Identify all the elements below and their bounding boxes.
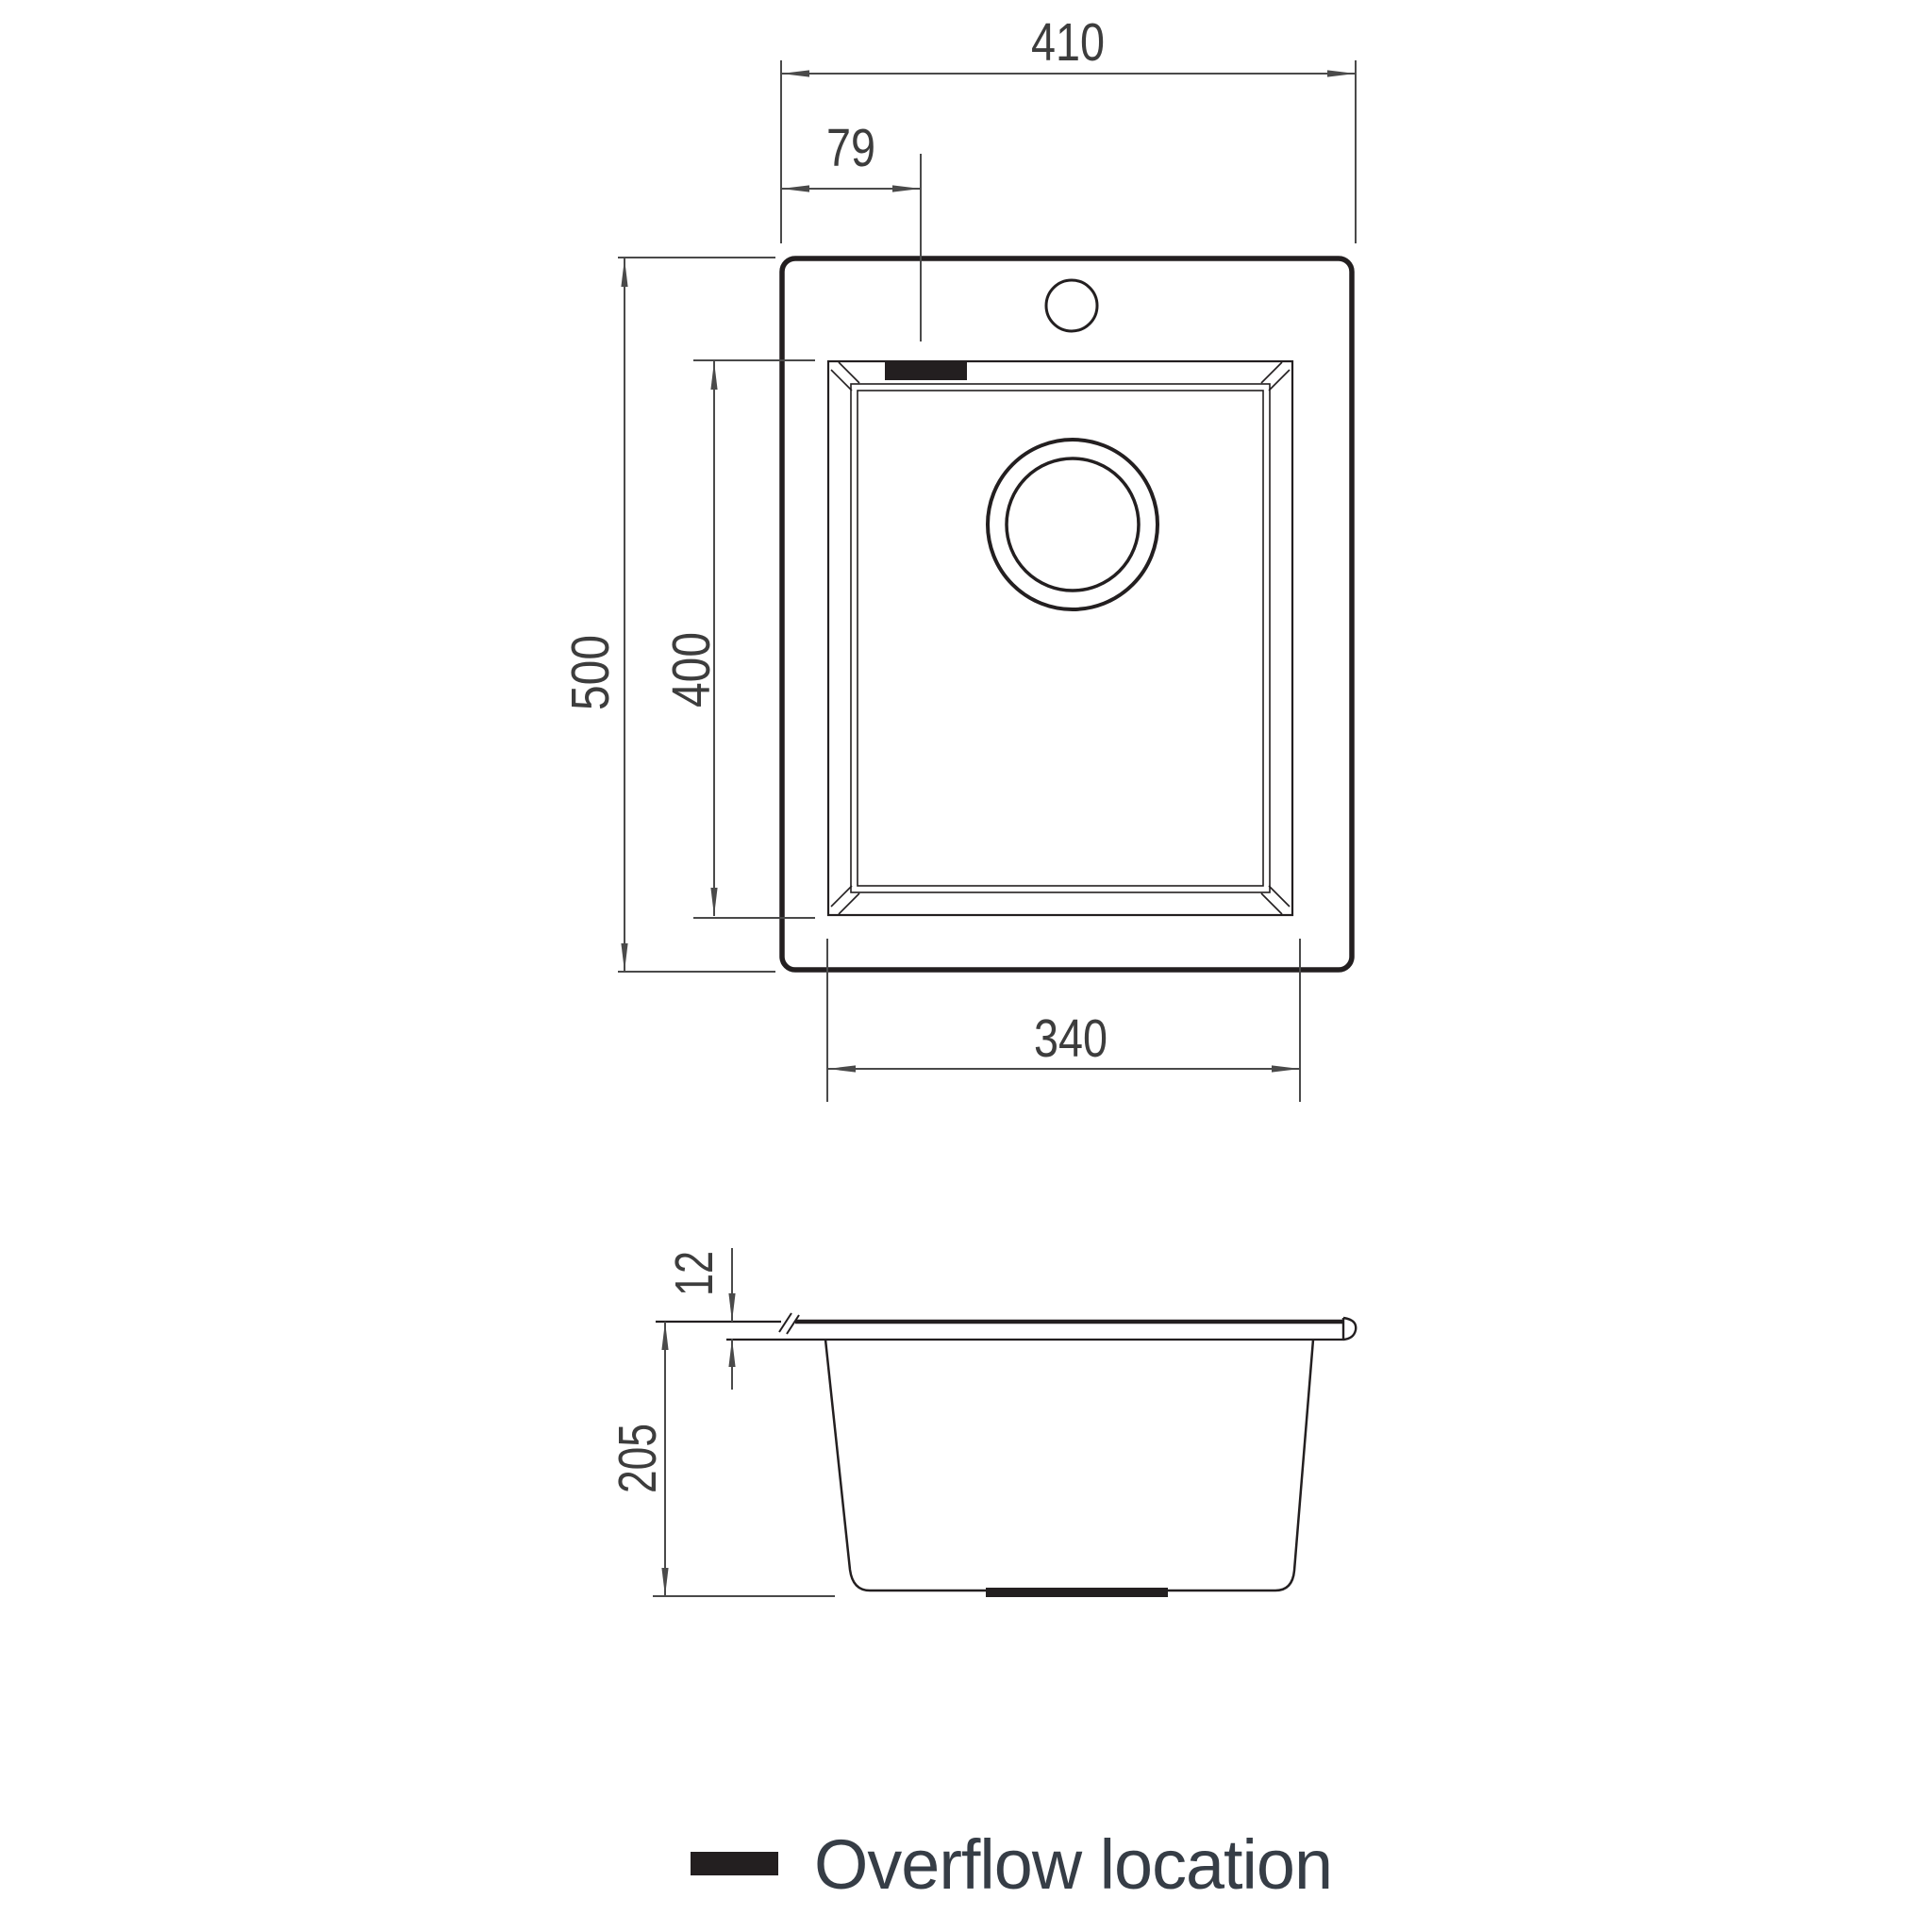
legend: Overflow location (691, 1825, 1333, 1904)
top-view: 410 79 500 400 340 (560, 12, 1357, 1102)
bowl-rim-outer (826, 359, 1294, 917)
extension-lines-400 (693, 359, 815, 919)
bowl-rim-inner-2 (857, 390, 1264, 887)
extension-lines-500 (618, 257, 775, 973)
overflow-marker-top-view (885, 362, 967, 380)
legend-overflow-label: Overflow location (814, 1825, 1332, 1904)
dim-rim-thickness: 12 (664, 1248, 736, 1390)
bowl-corner-chamfers (830, 361, 1291, 915)
dim-label-205: 205 (608, 1424, 668, 1493)
bowl-section-profile (824, 1339, 1315, 1592)
break-symbol (778, 1312, 800, 1335)
faucet-hole (1044, 278, 1099, 333)
extension-lines-410 (780, 60, 1357, 243)
dim-bowl-width: 340 (826, 939, 1301, 1102)
dim-overall-width: 410 (780, 12, 1357, 243)
extension-lines-340 (826, 939, 1301, 1102)
dim-bowl-depth: 205 (608, 1322, 835, 1597)
dim-overall-depth: 500 (560, 257, 775, 973)
dim-overflow-offset: 79 (781, 118, 922, 341)
dim-label-500: 500 (560, 635, 621, 710)
sink-outline (779, 256, 1355, 973)
dim-label-12: 12 (664, 1251, 724, 1296)
dim-label-410: 410 (1031, 12, 1105, 73)
dim-label-79: 79 (826, 118, 875, 178)
overflow-swatch (691, 1852, 778, 1875)
drain-recess (986, 1588, 1168, 1597)
dim-bowl-length: 400 (661, 359, 815, 919)
drain-inner-circle (1005, 457, 1141, 592)
drain-outer-circle (986, 438, 1159, 611)
dim-label-340: 340 (1034, 1008, 1108, 1069)
side-view: 12 205 (608, 1248, 1357, 1597)
rim-right-end-cap (1341, 1316, 1357, 1341)
dim-label-400: 400 (661, 632, 722, 708)
bowl-rim-inner (850, 383, 1271, 893)
